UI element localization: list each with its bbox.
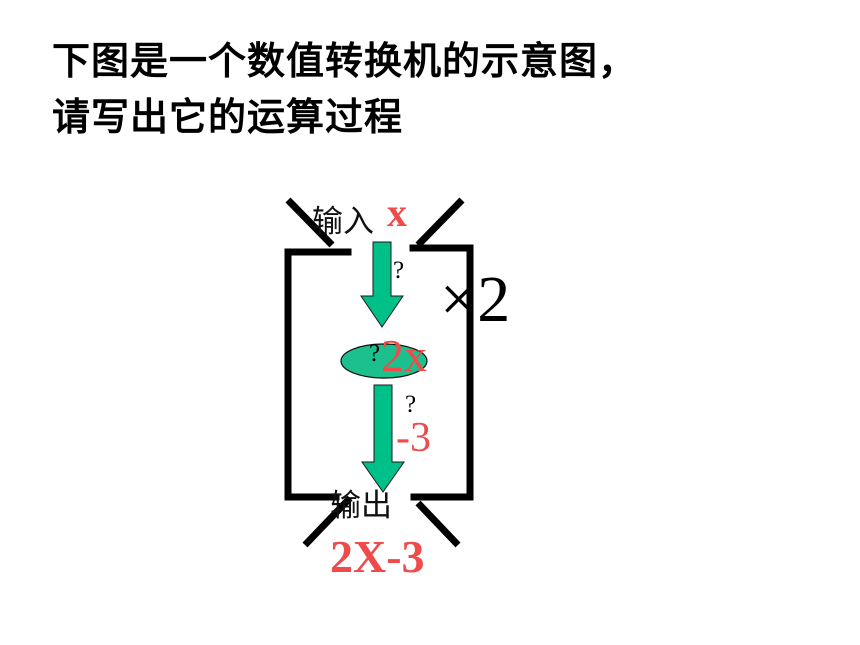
step1-placeholder: ?: [393, 257, 405, 284]
step2-placeholder: ?: [405, 391, 417, 418]
arrow-input-to-middle: [360, 241, 404, 328]
machine-frame-left: [284, 248, 352, 501]
input-label: 输入: [312, 204, 374, 239]
middle-placeholder: ?: [369, 340, 381, 367]
output-funnel-right: [415, 500, 461, 548]
input-funnel-left: [285, 197, 335, 248]
title-line-2: 请写出它的运算过程: [52, 95, 404, 139]
output-funnel-left: [302, 495, 353, 548]
title-line-1: 下图是一个数值转换机的示意图，: [52, 39, 638, 83]
step1-operation: ×2: [440, 263, 511, 336]
step2-operation: -3: [396, 415, 431, 461]
result-expression: 2X-3: [330, 531, 425, 582]
arrow-middle-to-output: [361, 384, 405, 493]
machine-frame-right: [409, 244, 474, 501]
input-funnel-right: [415, 197, 465, 248]
input-variable: x: [387, 190, 407, 235]
middle-value: 2x: [381, 330, 427, 381]
output-label: 输出: [330, 488, 392, 523]
middle-value-ellipse: [340, 343, 428, 379]
